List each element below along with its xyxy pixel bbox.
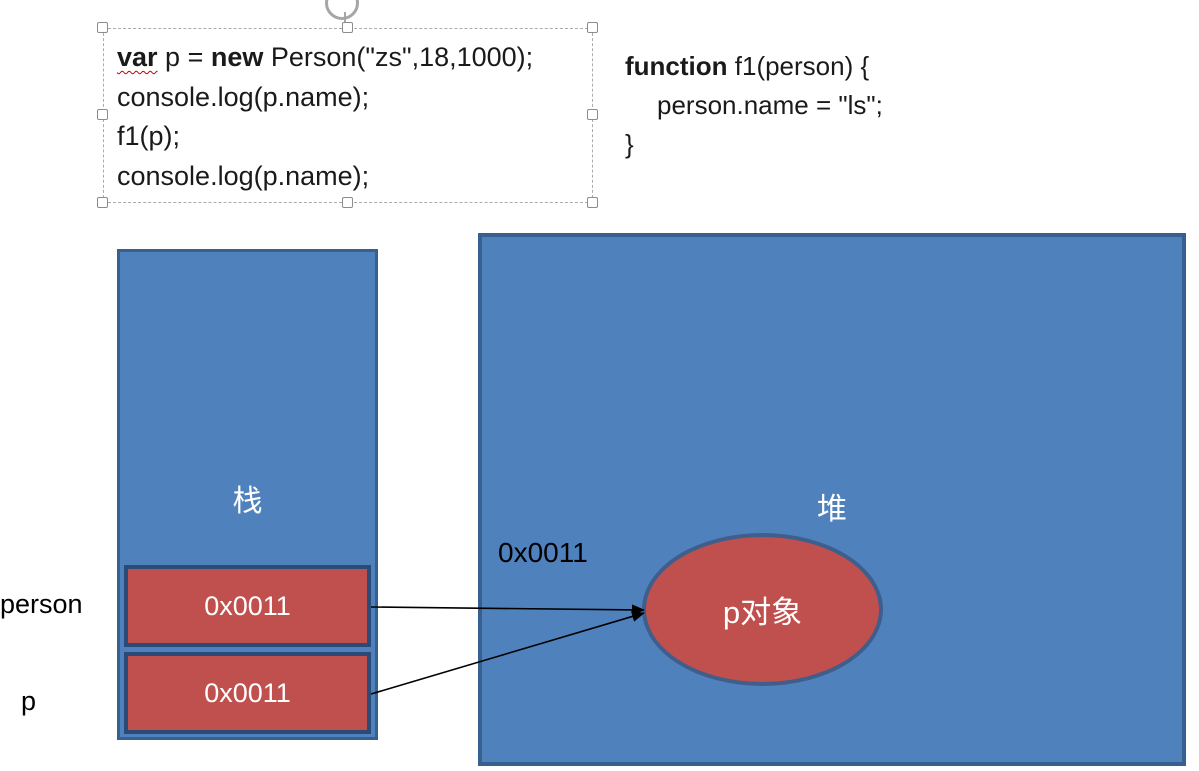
selection-handle-top-left[interactable]: [97, 22, 108, 33]
stack-cell-person-value: 0x0011: [204, 590, 291, 621]
code-line-3: f1(p);: [117, 121, 181, 151]
selection-handle-middle-left[interactable]: [97, 109, 108, 120]
heap-object-label: p对象: [722, 595, 803, 630]
keyword-new: new: [210, 42, 264, 72]
function-line-1: function f1(person) {: [625, 51, 870, 81]
function-line-3: }: [625, 129, 634, 159]
heap-region-label: 堆: [817, 493, 847, 526]
selection-handle-top-middle[interactable]: [342, 22, 353, 33]
keyword-var: var: [117, 42, 158, 72]
rotate-handle-icon[interactable]: [325, 0, 359, 20]
keyword-function: function: [625, 51, 728, 81]
code-snippet-function[interactable]: function f1(person) { person.name = "ls"…: [625, 47, 883, 164]
variable-label-person: person: [0, 589, 83, 619]
variable-label-p: p: [21, 686, 37, 716]
code-line-4: console.log(p.name);: [117, 160, 370, 191]
heap-object-ellipse[interactable]: p对象: [642, 533, 883, 686]
stack-cell-p-value: 0x0011: [204, 677, 291, 708]
selection-handle-middle-right[interactable]: [587, 109, 598, 120]
stack-cell-p[interactable]: 0x0011: [124, 652, 371, 734]
function-line-2: person.name = "ls";: [657, 90, 883, 120]
stack-cell-person[interactable]: 0x0011: [124, 565, 371, 647]
rotate-handle-stem: [344, 12, 346, 23]
selection-handle-bottom-right[interactable]: [587, 197, 598, 208]
selection-handle-bottom-middle[interactable]: [342, 197, 353, 208]
heap-address-label: 0x0011: [498, 537, 588, 568]
code-line-2: console.log(p.name);: [117, 81, 370, 112]
code-line-1: var p = new Person("zs",18,1000);: [117, 42, 534, 72]
selection-handle-top-right[interactable]: [587, 22, 598, 33]
selection-handle-bottom-left[interactable]: [97, 197, 108, 208]
stack-region-label: 栈: [232, 485, 263, 518]
code-snippet-main[interactable]: var p = new Person("zs",18,1000); consol…: [117, 38, 533, 196]
